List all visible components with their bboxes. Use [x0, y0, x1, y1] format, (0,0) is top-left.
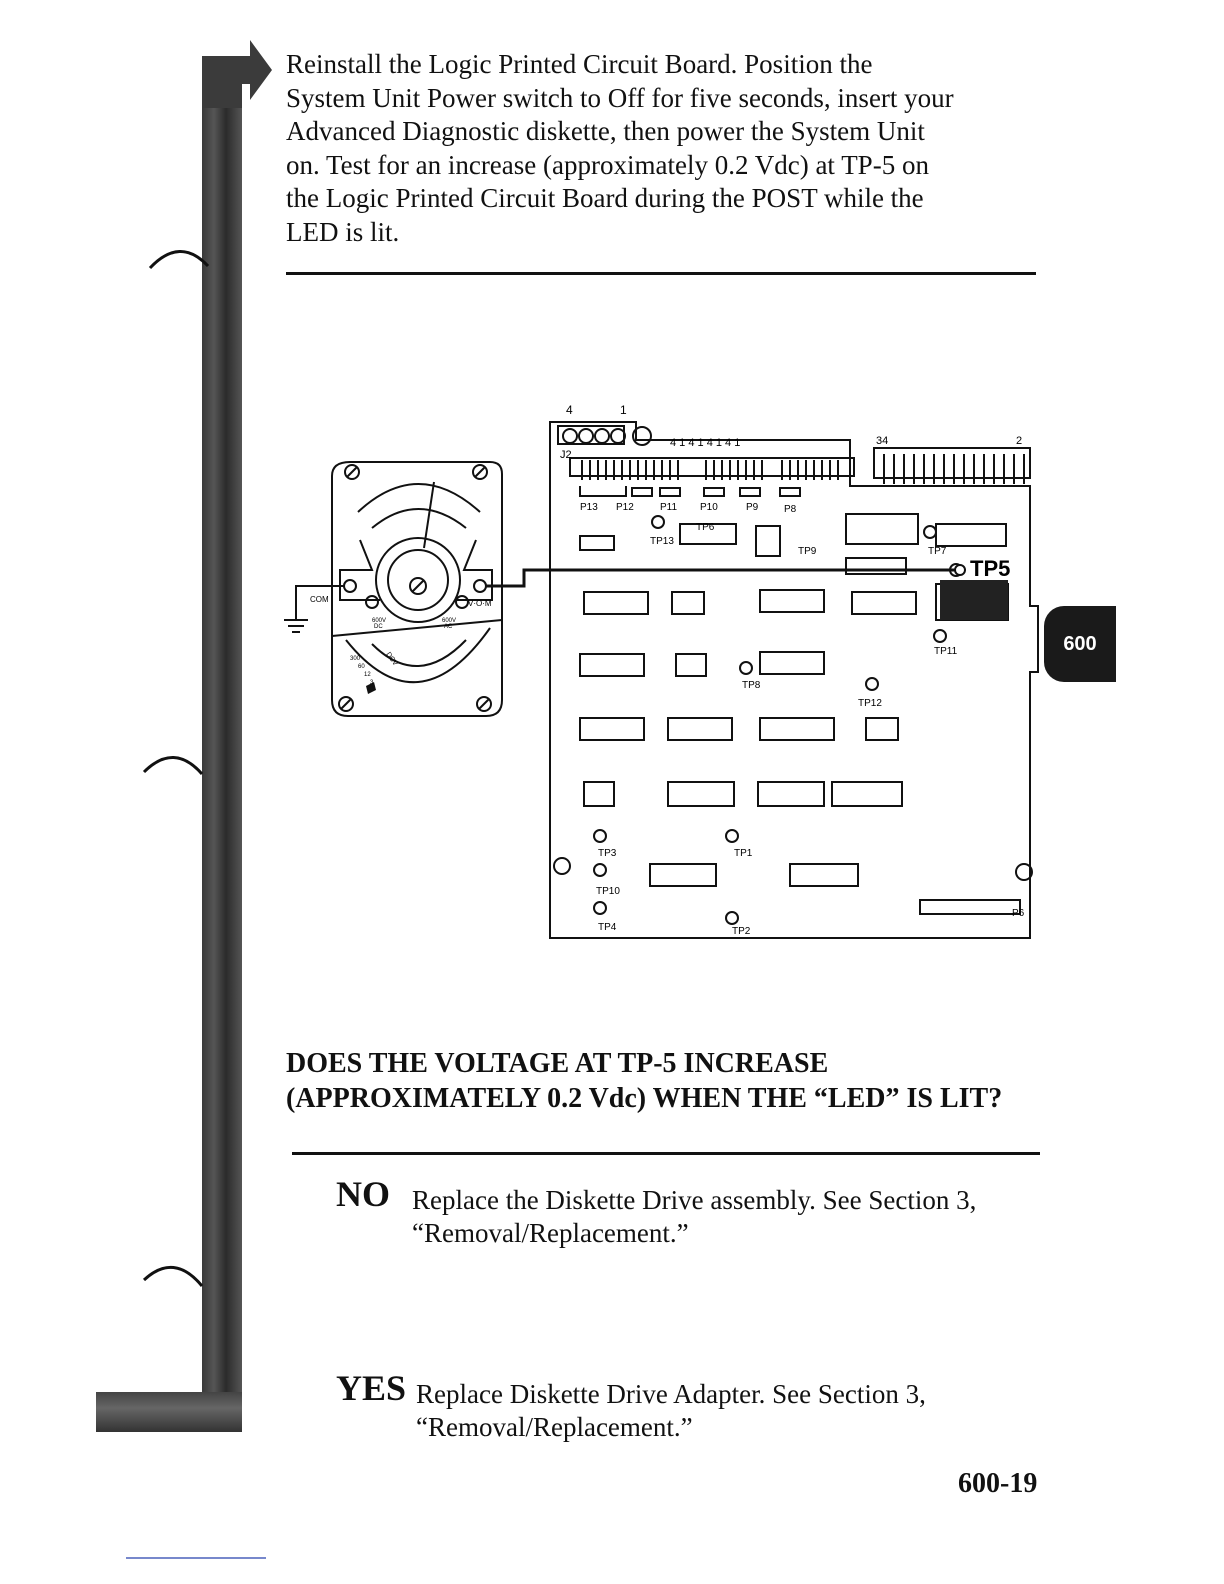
meter-range-label: 12	[364, 672, 371, 678]
flow-arrow-icon	[202, 40, 272, 108]
logic-circuit-board	[549, 421, 1039, 939]
flow-path-bar	[202, 60, 242, 1432]
board-j2-label: J2	[560, 449, 572, 461]
board-p9-label: P9	[746, 502, 759, 513]
meter-range-label: 3	[370, 680, 374, 686]
divider-rule	[292, 1152, 1040, 1155]
board-tp10-label: TP10	[596, 886, 620, 897]
binder-curl-icon	[148, 250, 210, 270]
tp5-test-point-label: TP5	[970, 556, 1010, 581]
meter-com-label: COM	[310, 595, 329, 604]
meter-board-diagram: COM V·O·M 600V DC 600V AC DCV 300 60 12 …	[284, 403, 1039, 939]
board-pin-label: 1	[620, 403, 627, 417]
meter-range-label: 60	[358, 664, 365, 670]
instruction-line: LED is lit.	[286, 216, 400, 247]
board-tp12-label: TP12	[858, 698, 882, 709]
board-tp13-label: TP13	[650, 536, 674, 547]
board-tp4-label: TP4	[598, 922, 617, 933]
answer-yes-text: “Removal/Replacement.”	[416, 1412, 693, 1442]
answer-yes-key: YES	[336, 1368, 407, 1408]
board-tp8-label: TP8	[742, 680, 761, 691]
page-number: 600-19	[958, 1468, 1038, 1499]
board-p6-label: P6	[1012, 908, 1025, 919]
board-p13-label: P13	[580, 502, 598, 513]
answer-no: NO Replace the Diskette Drive assembly. …	[336, 1176, 1056, 1250]
answer-no-text: Replace the Diskette Drive assembly. See…	[412, 1185, 977, 1215]
board-p11-label: P11	[660, 502, 677, 513]
meter-dc-label: 600V	[372, 618, 386, 624]
instruction-line: System Unit Power switch to Off for five…	[286, 82, 954, 113]
board-tp2-label: TP2	[732, 926, 751, 937]
instruction-line: Reinstall the Logic Printed Circuit Boar…	[286, 49, 873, 79]
board-tp11-label: TP11	[934, 646, 958, 657]
instruction-paragraph: Reinstall the Logic Printed Circuit Boar…	[286, 48, 1046, 250]
flow-path-foot	[96, 1392, 242, 1432]
meter-range-label: 300	[350, 656, 361, 662]
answer-no-key: NO	[336, 1174, 390, 1214]
board-tp7-label: TP7	[928, 546, 947, 557]
answer-no-text: “Removal/Replacement.”	[412, 1218, 689, 1248]
instruction-line: the Logic Printed Circuit Board during t…	[286, 183, 924, 214]
board-pin-label: 34	[876, 435, 888, 447]
answer-yes: YES Replace Diskette Drive Adapter. See …	[336, 1370, 1056, 1444]
meter-dcv-label: DCV	[384, 651, 398, 667]
board-tp6-label: TP6	[696, 522, 715, 533]
binder-curl-icon	[142, 1265, 204, 1287]
meter-ac-label: 600V	[442, 618, 456, 624]
board-tp9-label: TP9	[798, 546, 817, 557]
meter-vom-label: V·O·M	[468, 599, 492, 608]
board-pin-label: 2	[1016, 435, 1022, 447]
meter-ac-label: AC	[444, 624, 453, 630]
board-connector-label: 4 1 4 1 4 1 4 1	[670, 437, 740, 449]
board-p12-label: P12	[616, 502, 634, 513]
binder-curl-icon	[142, 756, 204, 775]
answer-yes-text: Replace Diskette Drive Adapter. See Sect…	[416, 1379, 926, 1409]
section-tab: 600	[1044, 606, 1116, 682]
board-p10-label: P10	[700, 502, 718, 513]
board-tp3-label: TP3	[598, 848, 617, 859]
meter-dc-label: DC	[374, 624, 383, 630]
divider-rule	[286, 272, 1036, 275]
board-p8-label: P8	[784, 504, 797, 515]
board-tp1-label: TP1	[734, 848, 753, 859]
question-line: DOES THE VOLTAGE AT TP-5 INCREASE	[286, 1048, 829, 1079]
instruction-line: on. Test for an increase (approximately …	[286, 149, 929, 180]
instruction-line: Advanced Diagnostic diskette, then power…	[286, 116, 925, 147]
diagnostic-question: DOES THE VOLTAGE AT TP-5 INCREASE (APPRO…	[286, 1046, 1046, 1116]
footer-line	[126, 1557, 266, 1559]
question-line: (APPROXIMATELY 0.2 Vdc) WHEN THE “LED” I…	[286, 1083, 1003, 1114]
multimeter-body	[331, 461, 503, 717]
board-pin-label: 4	[566, 403, 573, 417]
